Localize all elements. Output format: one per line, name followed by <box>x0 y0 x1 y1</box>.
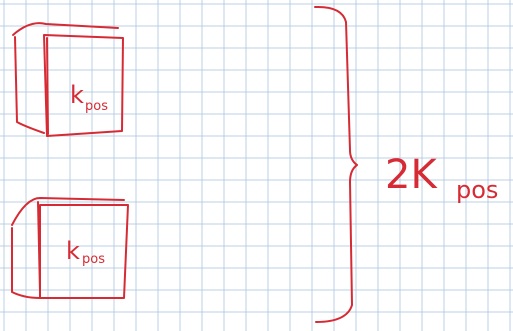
bottom-block-label-sub: pos <box>82 252 105 267</box>
brace-label: 2K pos <box>385 152 498 204</box>
curly-brace <box>315 7 357 322</box>
top-block: k pos <box>13 23 123 136</box>
brace-label-main: 2K <box>385 152 438 198</box>
top-block-top-edge <box>13 23 118 35</box>
top-block-label-sub: pos <box>85 99 108 114</box>
top-block-label-k: k <box>70 81 84 109</box>
top-block-inner-edge <box>47 38 48 134</box>
brace-label-sub: pos <box>456 176 498 204</box>
bottom-block-label-k: k <box>66 237 80 265</box>
top-block-back-edge <box>15 37 44 133</box>
